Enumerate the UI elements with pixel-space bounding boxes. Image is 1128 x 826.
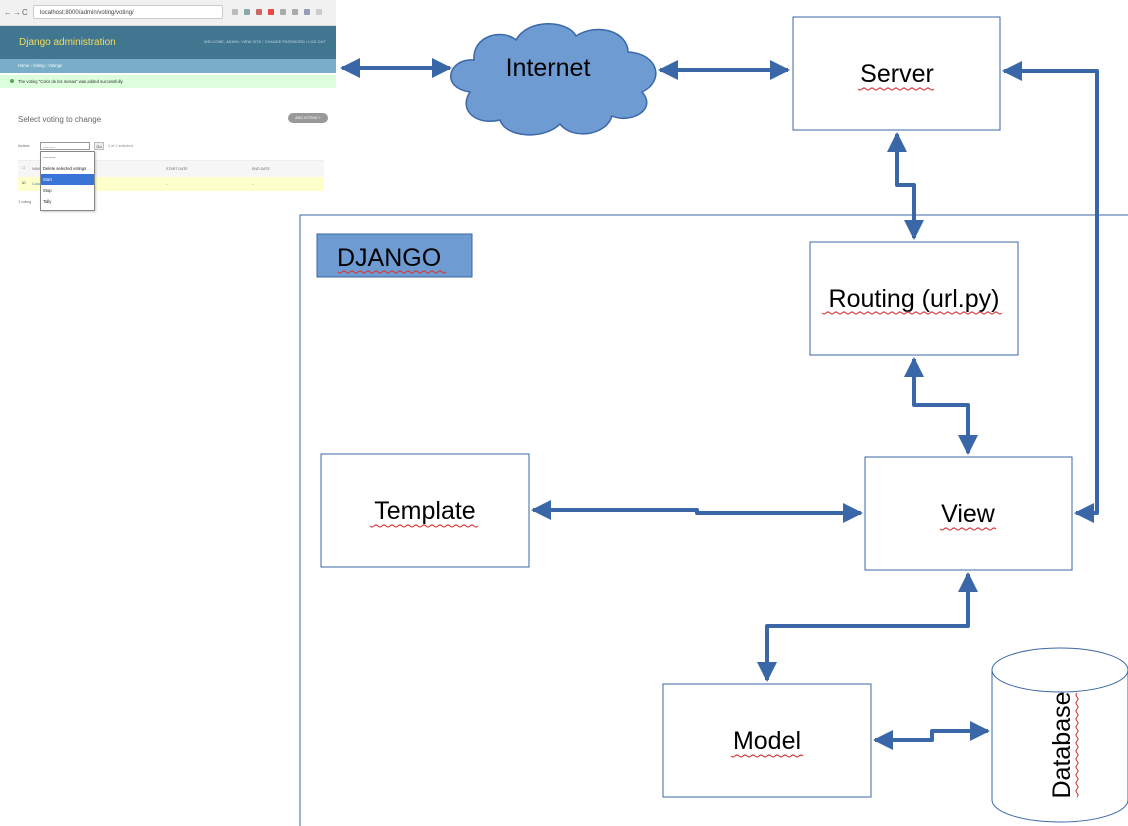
spellcheck-underline bbox=[337, 270, 447, 274]
column-header[interactable]: START DATE bbox=[166, 167, 188, 171]
template-label: Template bbox=[374, 497, 475, 525]
bookmark-icon[interactable] bbox=[232, 9, 238, 15]
model-label: Model bbox=[733, 727, 801, 755]
table-cell[interactable]: Colo bbox=[32, 181, 41, 186]
extension-icon[interactable] bbox=[280, 9, 286, 15]
action-label: Action: bbox=[18, 143, 31, 148]
dropdown-option[interactable]: Stop bbox=[43, 188, 52, 193]
select-all-checkbox[interactable]: ☐ bbox=[22, 166, 26, 170]
menu-icon[interactable] bbox=[316, 9, 322, 15]
spellcheck-underline bbox=[821, 311, 1003, 315]
database-label: Database bbox=[1048, 691, 1076, 798]
internet-label: Internet bbox=[506, 54, 591, 82]
django-title-box bbox=[316, 233, 473, 278]
spellcheck-underline bbox=[939, 527, 997, 531]
column-header[interactable]: NAME bbox=[32, 167, 43, 171]
admin-brand[interactable]: Django administration bbox=[19, 37, 116, 48]
spellcheck-underline bbox=[857, 87, 935, 91]
table-cell: - bbox=[252, 181, 254, 186]
server-box bbox=[792, 16, 1001, 131]
browser-toolbar: ← → C localhost:8000/admin/voting/voting… bbox=[0, 0, 336, 26]
model-box bbox=[662, 683, 872, 798]
result-count: 1 voting bbox=[18, 200, 32, 204]
action-select[interactable]: --------- bbox=[40, 142, 90, 150]
success-message-text: The voting "Color de los mesas" was adde… bbox=[18, 79, 124, 84]
go-button[interactable]: Go bbox=[94, 142, 104, 150]
action-dropdown: --------- Delete selected votings Start … bbox=[40, 151, 95, 211]
django-container bbox=[299, 214, 1128, 826]
server-label: Server bbox=[860, 60, 934, 88]
arrow-view-model bbox=[757, 572, 978, 682]
success-message: The voting "Color de los mesas" was adde… bbox=[0, 75, 336, 88]
arrow-template-view bbox=[531, 500, 863, 523]
internet-cloud: Internet bbox=[450, 23, 657, 136]
admin-header: Django administration WELCOME, ADMIN. VI… bbox=[0, 26, 336, 59]
arrow-server-routing bbox=[887, 132, 924, 240]
database-cylinder: Database bbox=[991, 647, 1128, 823]
success-icon bbox=[10, 79, 14, 83]
dropdown-option[interactable]: Delete selected votings bbox=[43, 166, 87, 171]
extension-icon[interactable] bbox=[256, 9, 262, 15]
admin-screenshot: ← → C localhost:8000/admin/voting/voting… bbox=[0, 0, 336, 215]
user-links[interactable]: WELCOME, ADMIN. VIEW SITE / CHANGE PASSW… bbox=[204, 40, 326, 44]
row-checkbox[interactable]: ☑ bbox=[22, 180, 26, 185]
routing-box bbox=[809, 241, 1019, 356]
spellcheck-underline bbox=[730, 754, 804, 758]
page-title: Select voting to change bbox=[18, 115, 102, 124]
dropdown-option[interactable]: --------- bbox=[43, 155, 56, 160]
extension-icon[interactable] bbox=[304, 9, 310, 15]
dropdown-option-selected[interactable]: Start bbox=[41, 174, 94, 185]
spellcheck-underline bbox=[1075, 692, 1079, 798]
address-bar[interactable]: localhost:8000/admin/voting/voting/ bbox=[33, 5, 223, 19]
django-title: DJANGO bbox=[337, 244, 441, 272]
add-voting-button[interactable]: ADD VOTING + bbox=[288, 113, 328, 123]
column-header[interactable]: END DATE bbox=[252, 167, 270, 171]
arrow-server-view bbox=[1002, 61, 1099, 523]
dropdown-option[interactable]: Tally bbox=[43, 199, 52, 204]
extension-icon[interactable] bbox=[292, 9, 298, 15]
selection-count: 1 of 1 selected bbox=[108, 144, 133, 148]
extension-icon[interactable] bbox=[268, 9, 274, 15]
routing-label: Routing (url.py) bbox=[829, 285, 1000, 313]
forward-icon[interactable]: → bbox=[13, 8, 21, 17]
back-icon[interactable]: ← bbox=[4, 8, 12, 17]
arrow-model-database bbox=[873, 721, 990, 750]
spellcheck-underline bbox=[369, 524, 479, 528]
view-label: View bbox=[941, 500, 996, 528]
breadcrumb[interactable]: Home › Voting › Votings bbox=[0, 59, 336, 73]
template-box bbox=[320, 453, 530, 568]
table-cell: - bbox=[166, 181, 168, 186]
arrow-routing-view bbox=[904, 357, 978, 455]
extension-icon[interactable] bbox=[244, 9, 250, 15]
reload-icon[interactable]: C bbox=[22, 8, 28, 17]
